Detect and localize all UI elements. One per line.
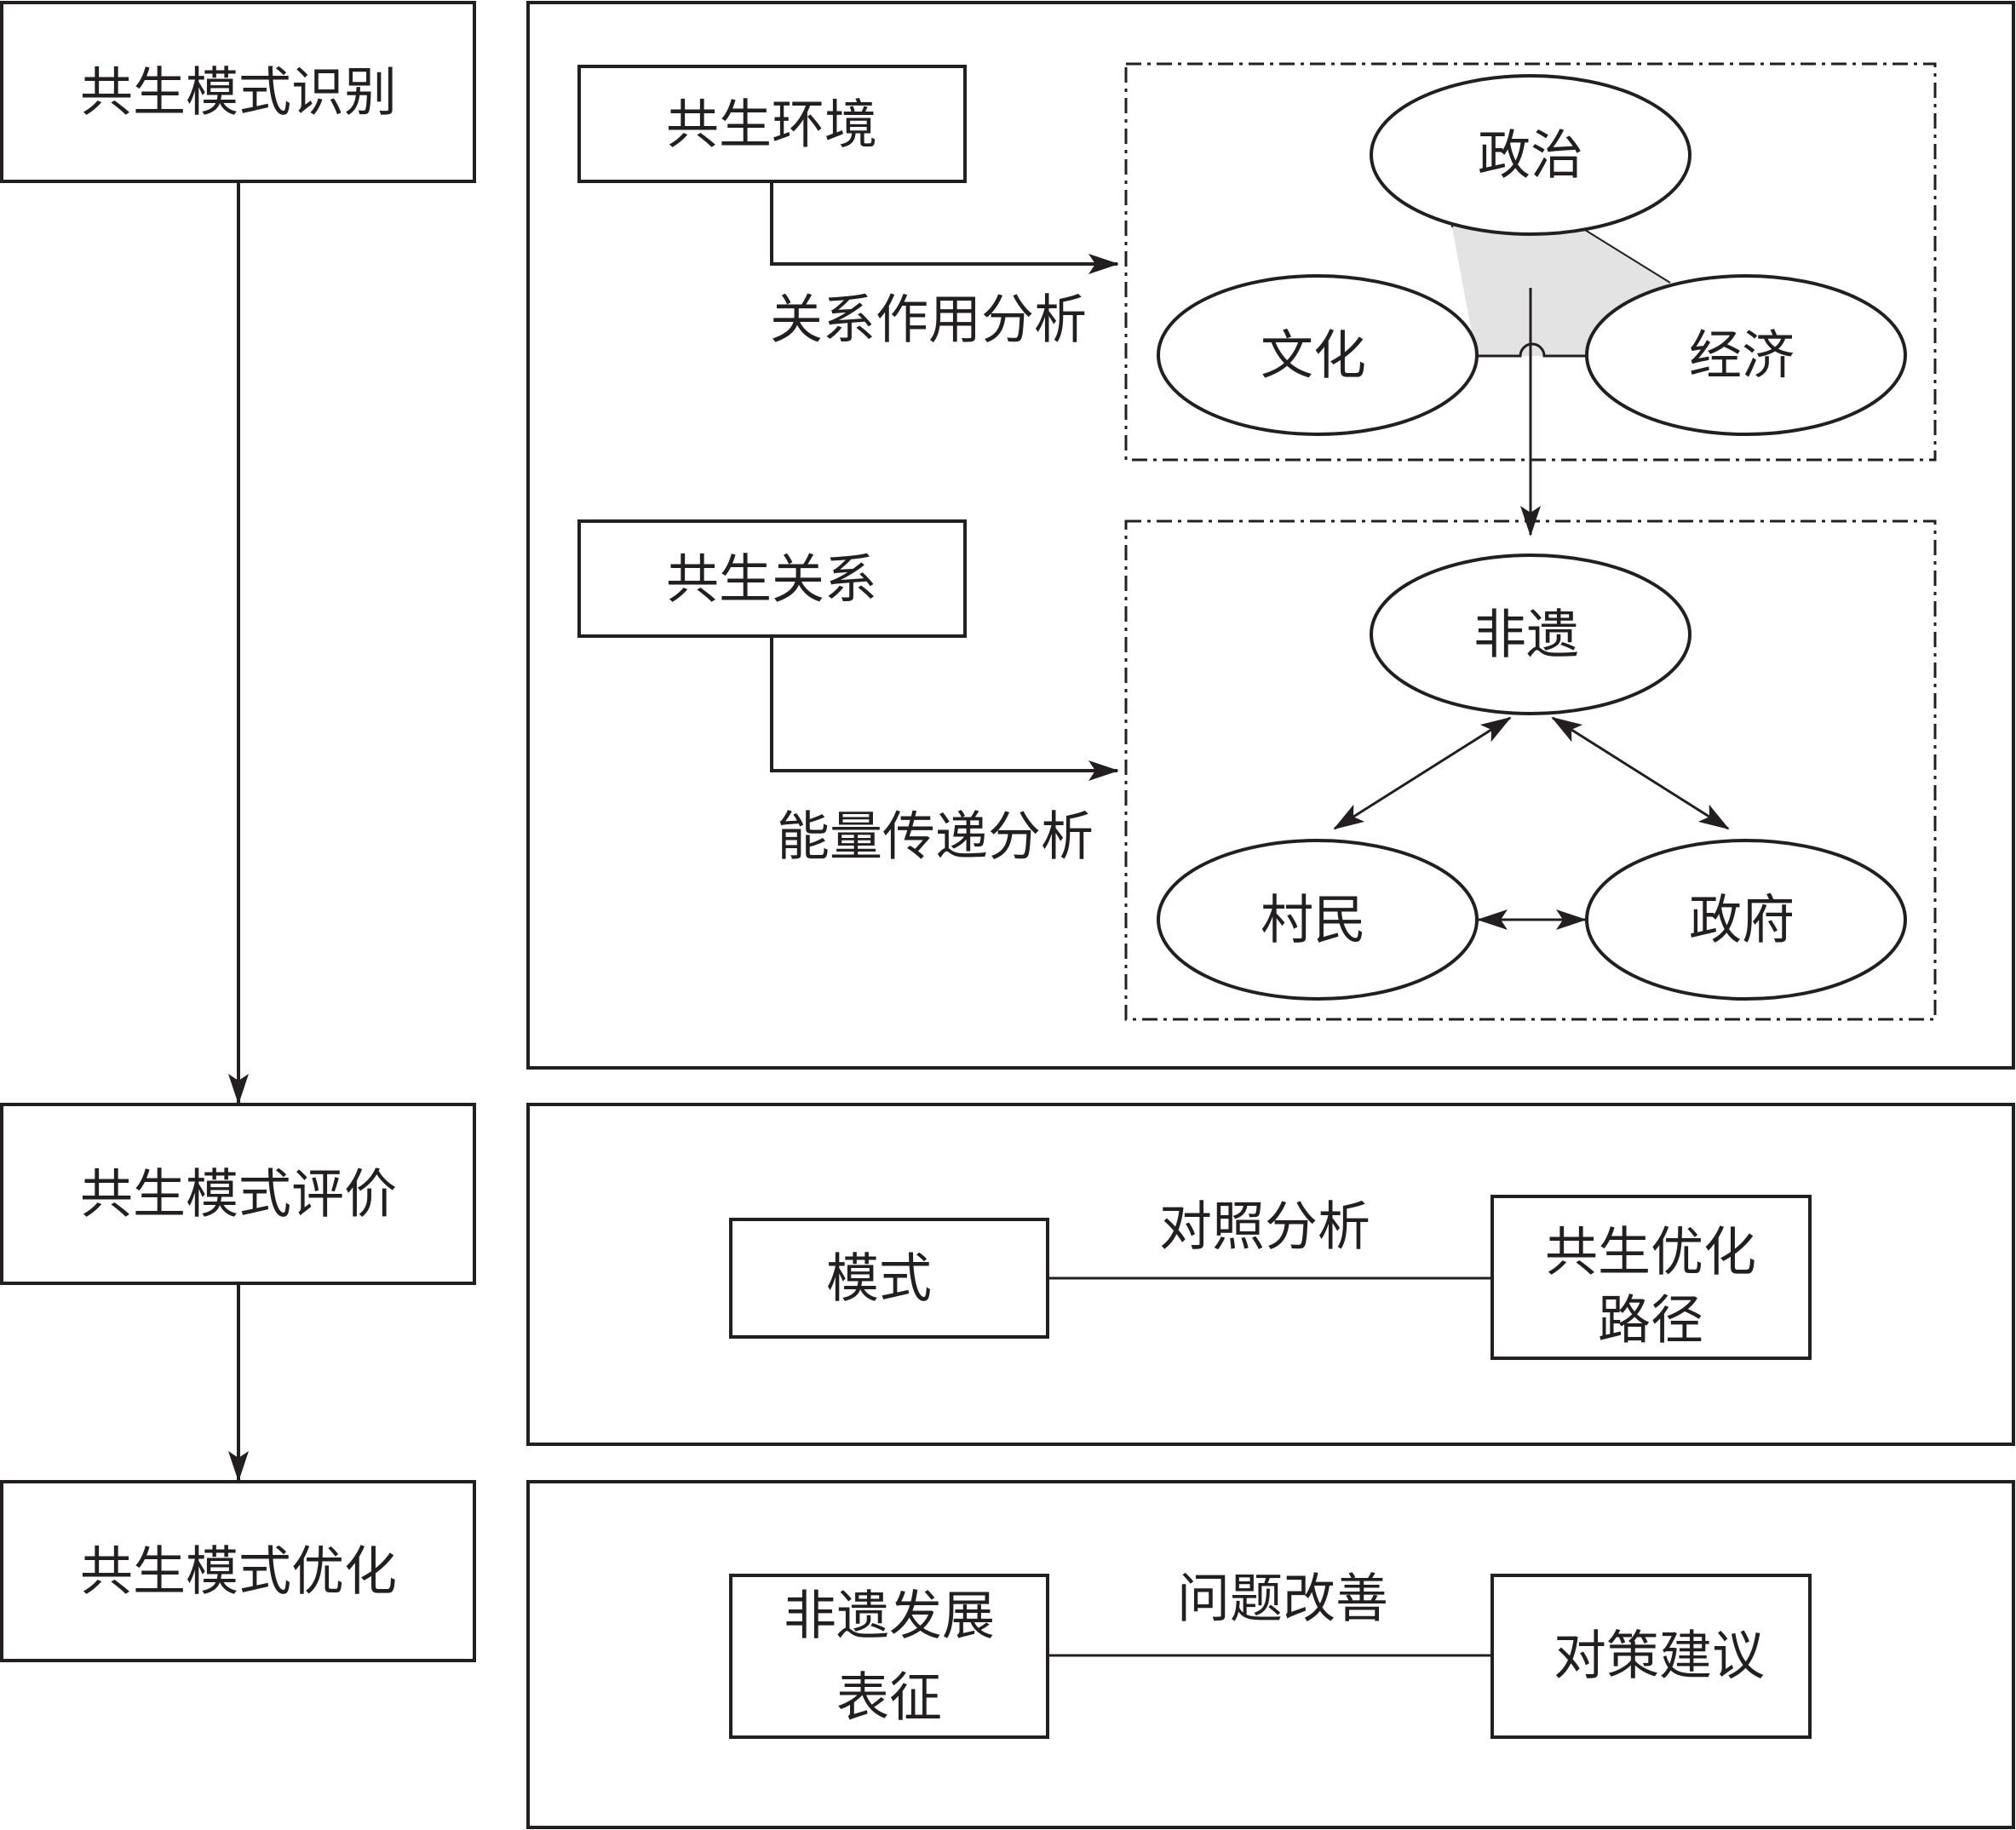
politics-node: [1370, 74, 1691, 236]
optimize-panel: [526, 1480, 2015, 1829]
identify-panel: [526, 1, 2015, 1070]
stage-evaluate-label: 共生模式评价: [80, 1163, 397, 1225]
comparison-label: 对照分析: [1159, 1196, 1370, 1258]
mode-box-label: 模式: [826, 1248, 932, 1310]
relation-connector: [770, 636, 1119, 781]
economy-node: [1585, 274, 1907, 436]
relation-analysis-label: 关系作用分析: [770, 289, 1087, 351]
politics-label: 政治: [1478, 124, 1583, 186]
improvement-label: 问题改善: [1177, 1568, 1388, 1630]
stage-identify-label: 共生模式识别: [80, 61, 397, 123]
suggestion-box-label: 对策建议: [1554, 1625, 1765, 1687]
path-box-label-line-1: 共生优化: [1545, 1221, 1756, 1283]
villagers-label: 村民: [1261, 889, 1366, 951]
stage-optimize-box: [0, 1480, 476, 1662]
government-label: 政府: [1689, 889, 1795, 951]
culture-label: 文化: [1261, 324, 1366, 387]
economy-label: 经济: [1689, 324, 1795, 387]
heritage-villagers-arrow: [1333, 716, 1512, 830]
government-node: [1585, 839, 1907, 1001]
evaluate-panel: [526, 1103, 2015, 1446]
heritage-node: [1370, 554, 1691, 715]
relation-box-label: 共生关系: [666, 548, 877, 611]
stage-optimize-label: 共生模式优化: [80, 1540, 397, 1603]
environment-connector: [770, 181, 1119, 274]
environment-link-bottom: [1476, 342, 1587, 358]
heritage-label: 非遗: [1473, 604, 1579, 666]
energy-analysis-label: 能量传递分析: [777, 806, 1094, 868]
culture-node: [1157, 274, 1479, 436]
heritage-box-label-line-2: 表征: [836, 1667, 942, 1729]
environment-box-label: 共生环境: [666, 94, 877, 156]
path-box-label-line-2: 路径: [1598, 1289, 1703, 1351]
heritage-government-arrow: [1551, 716, 1730, 830]
heritage-box-label-line-1: 非遗发展: [784, 1585, 995, 1647]
